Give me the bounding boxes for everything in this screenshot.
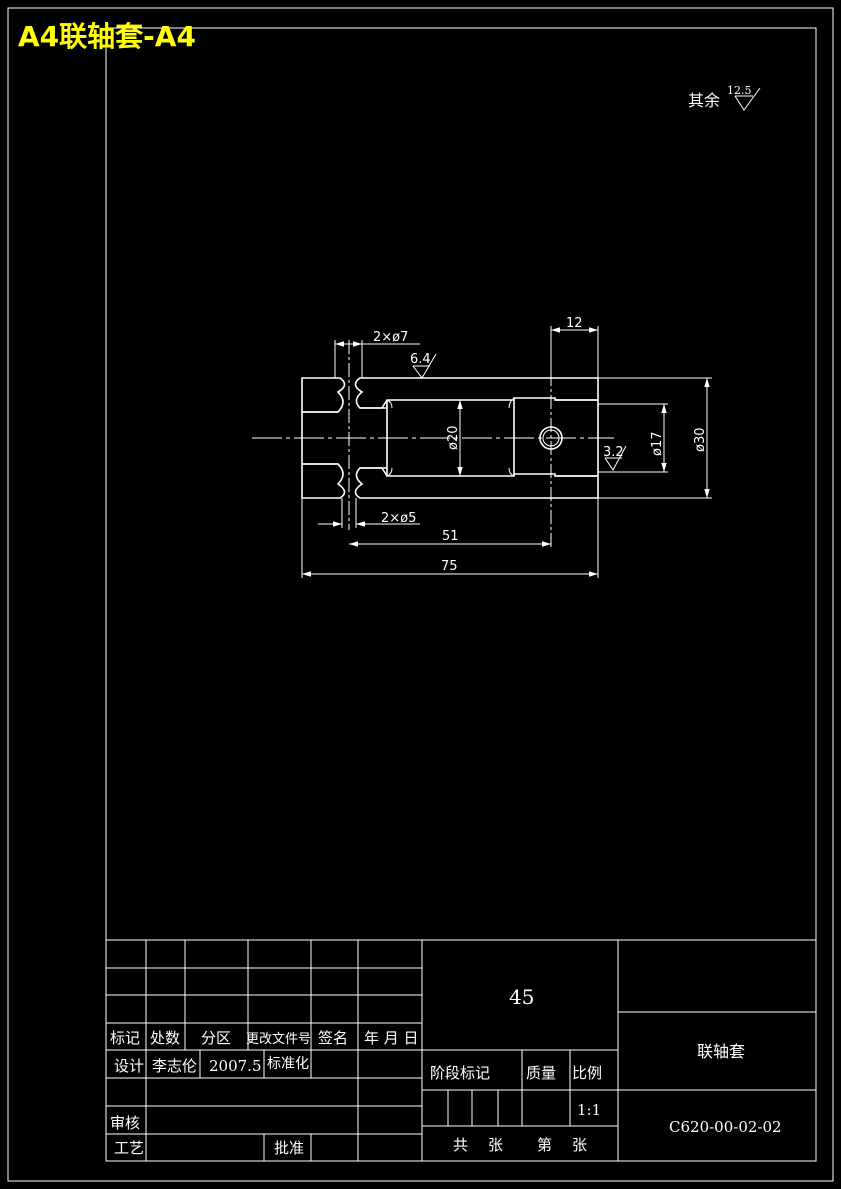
roughness-symbol [734,87,761,111]
dim-width-12: 12 [566,316,583,331]
top-wall-hatch [301,377,346,413]
bottom-wall-hatch-right [354,467,599,499]
designer-name: 李志伦 [152,1057,197,1075]
drawing-number: C620-00-02-02 [669,1118,782,1136]
label-design: 设计 [114,1057,144,1075]
label-mark: 标记 [110,1029,140,1047]
label-change-doc: 更改文件号 [246,1032,311,1047]
label-approve: 批准 [274,1139,304,1157]
material: 45 [509,985,534,1009]
label-count: 处数 [150,1029,180,1047]
dim-dia-30: ø30 [693,428,708,453]
dim-dia-20: ø20 [446,426,461,451]
dim-holes-bottom: 2×ø5 [381,511,416,526]
top-wall-hatch-right [354,377,599,409]
label-ratio: 比例 [572,1064,602,1082]
label-sheet-1: 张 [488,1136,503,1154]
dim-len-51: 51 [442,529,459,544]
label-weight: 质量 [526,1064,556,1082]
label-nth: 第 [537,1136,552,1154]
dim-rough-top: 6.4 [410,352,431,367]
dim-len-75: 75 [441,559,458,574]
roughness-prefix: 其余 [688,91,720,110]
scale-value: 1:1 [577,1101,601,1119]
bottom-wall-hatch [301,463,346,499]
title-block: 标记 处数 分区 更改文件号 签名 年 月 日 设计 李志伦 2007.5 标准… [105,939,817,1162]
dim-holes-top: 2×ø7 [373,330,408,345]
dimension-lines: 2×ø7 6.4 12 ø20 3.2 ø17 ø30 2×ø5 51 75 [301,316,712,578]
label-total: 共 [453,1136,468,1154]
bore-fillets [386,397,515,477]
part-section-view [252,326,614,548]
label-process: 工艺 [114,1139,144,1157]
label-date: 年 月 日 [364,1029,419,1047]
design-date: 2007.5 [209,1057,262,1075]
general-roughness: 其余 12.5 [688,84,761,111]
label-signature: 签名 [318,1029,348,1047]
inner-frame [105,27,817,1162]
label-stage-mark: 阶段标记 [430,1064,490,1082]
roughness-value: 12.5 [727,84,752,97]
label-zone: 分区 [201,1029,231,1047]
dim-rough-bore: 3.2 [603,445,624,460]
label-review: 审核 [110,1114,140,1132]
label-sheet-2: 张 [572,1136,587,1154]
part-name: 联轴套 [697,1042,745,1061]
banner-title: A4联轴套-A4 [18,20,196,53]
outer-border [7,7,834,1182]
label-standardize: 标准化 [267,1056,309,1072]
dim-dia-17: ø17 [650,432,665,457]
